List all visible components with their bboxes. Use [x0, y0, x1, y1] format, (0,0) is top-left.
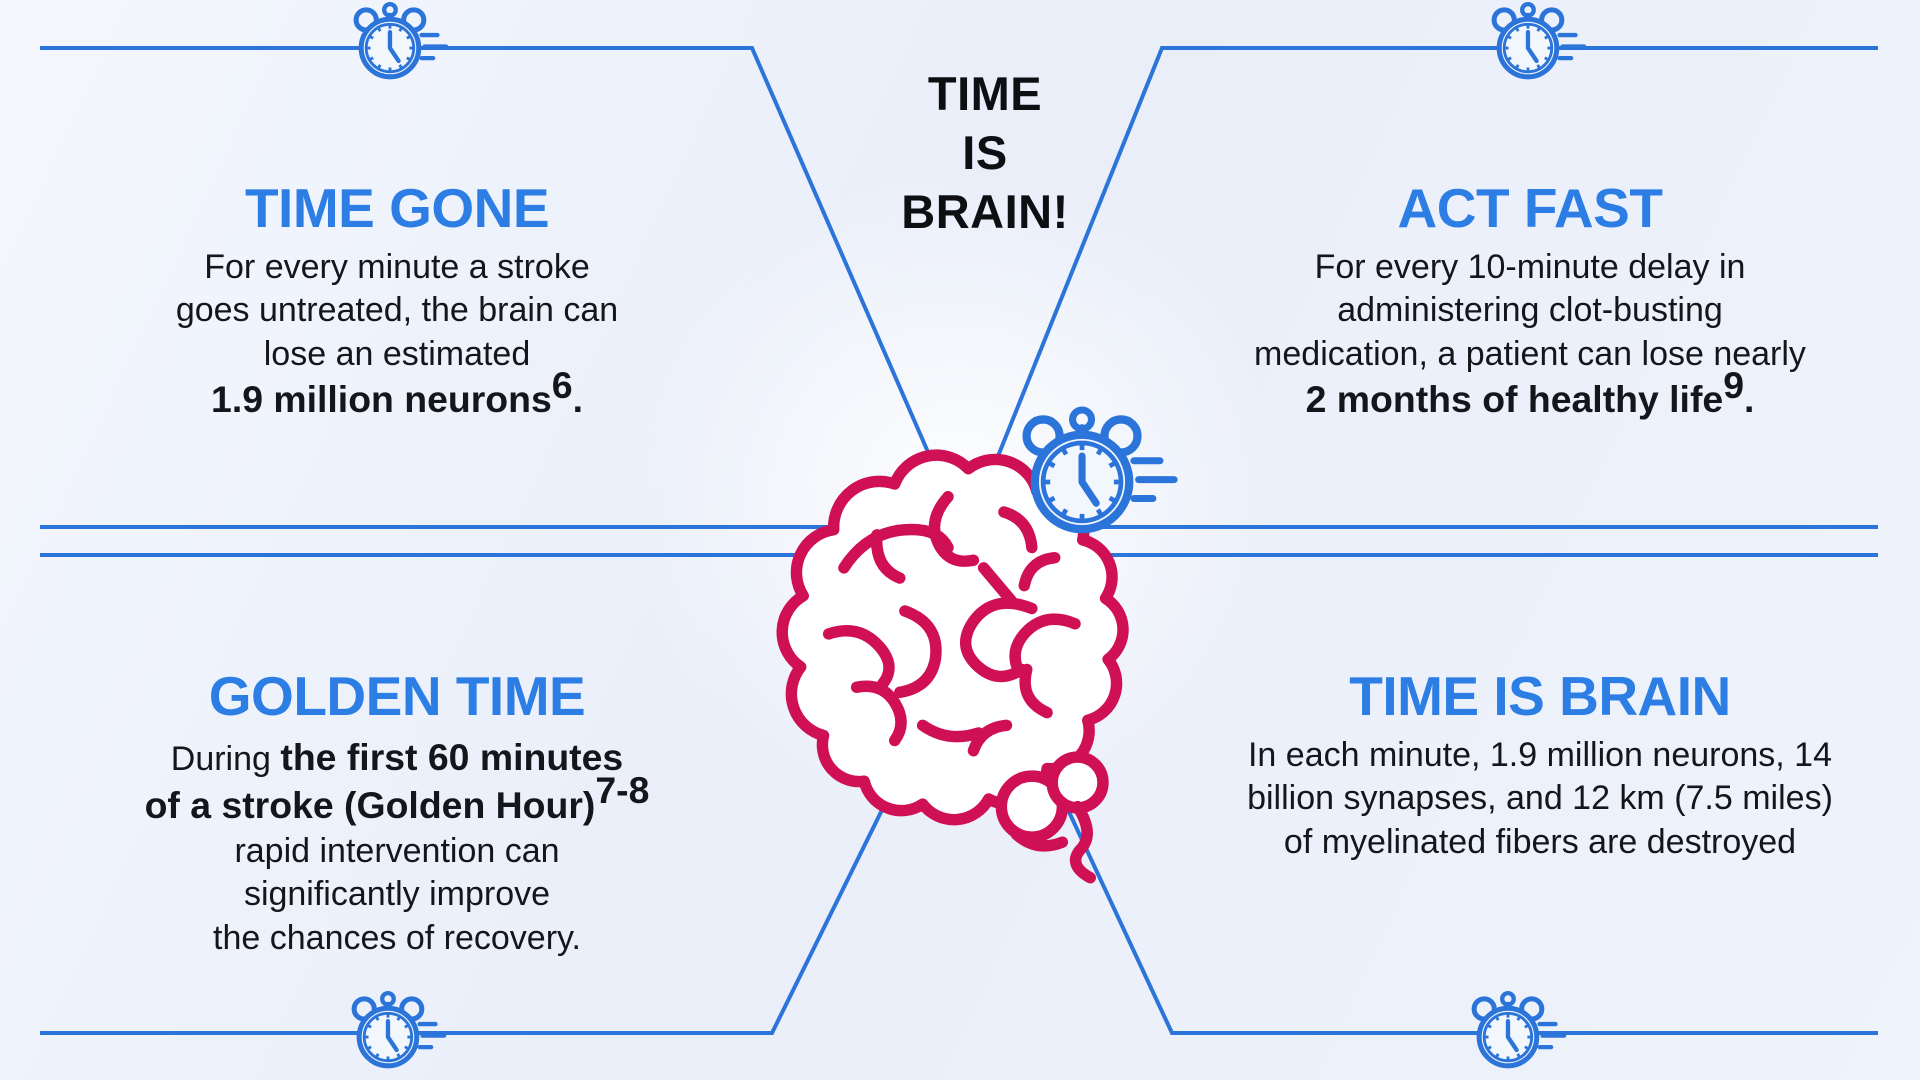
quadrant-heading-golden-time: GOLDEN TIME — [208, 665, 586, 727]
stopwatch-icon-bottom-left — [354, 993, 444, 1066]
stopwatch-icon-top-right — [1494, 4, 1584, 77]
quadrant-heading-act-fast: ACT FAST — [1397, 177, 1663, 239]
quadrant-bottom-right: TIME IS BRAIN In each minute, 1.9 millio… — [1190, 665, 1890, 864]
stopwatch-icon-center — [1027, 410, 1175, 529]
brain-icon — [776, 449, 1129, 884]
quadrant-heading-time-gone: TIME GONE — [244, 177, 550, 239]
quadrant-heading-time-is-brain: TIME IS BRAIN — [1349, 665, 1731, 727]
divider-lines — [40, 46, 1878, 1035]
stopwatch-icon-bottom-right — [1474, 993, 1564, 1066]
stopwatch-icon-top-left — [356, 4, 446, 77]
